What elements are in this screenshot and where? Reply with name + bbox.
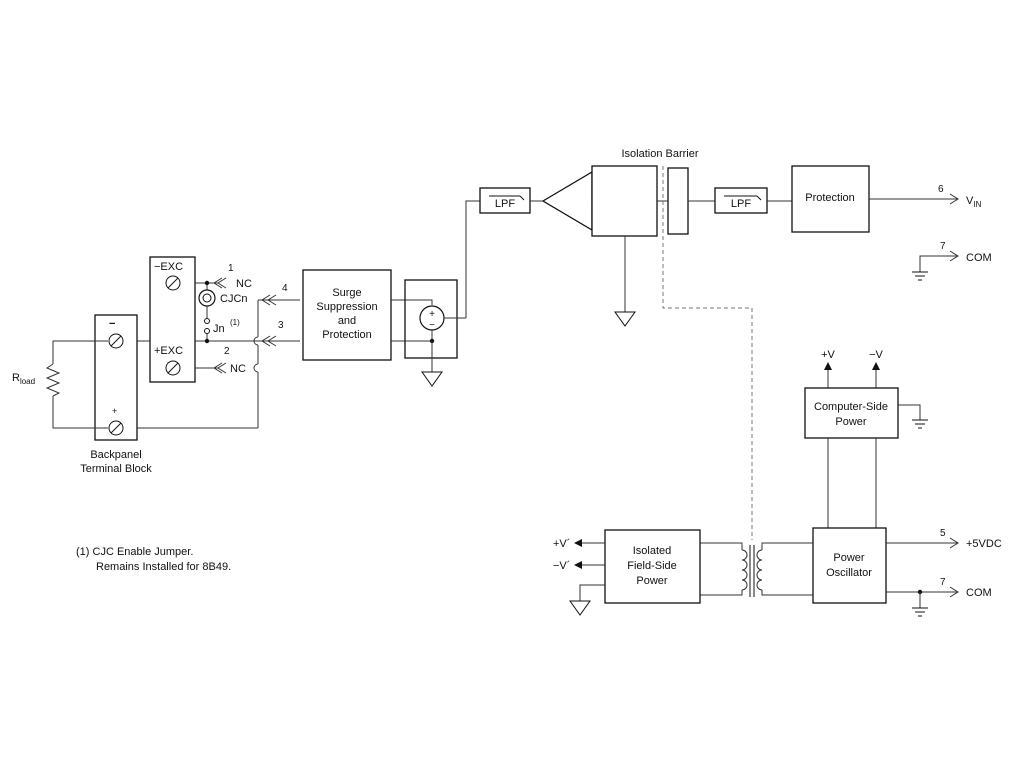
field-minus-arrow-icon <box>574 561 582 569</box>
computer-side-power-block <box>804 387 899 439</box>
surge-label-2: Suppression <box>316 301 377 313</box>
computer-power-label-2: Power <box>835 416 867 428</box>
surge-suppression-block <box>302 269 392 361</box>
amplifier-symbol <box>541 170 593 232</box>
transformer-symbol <box>700 542 813 597</box>
plus-v-label: +V <box>821 349 835 361</box>
isolation-barrier-label: Isolation Barrier <box>621 148 698 160</box>
lpf-label-2: LPF <box>731 198 751 210</box>
jn-note-ref: (1) <box>230 318 240 327</box>
pin-3-label: 3 <box>278 320 284 331</box>
nc-connector-1 <box>213 277 227 289</box>
pin-4-label: 4 <box>282 283 288 294</box>
nc-2-label: NC <box>230 363 246 375</box>
svg-text:+: + <box>429 309 435 320</box>
terminal-block-caption-2: Terminal Block <box>80 463 152 475</box>
lpf-block-2 <box>714 187 768 214</box>
com-label-2: COM <box>966 587 992 599</box>
com-arrow-icon-1 <box>949 250 959 262</box>
pin-4-connector <box>261 294 277 306</box>
svg-text:−: − <box>429 320 435 331</box>
plus-v-arrow-icon <box>824 362 832 370</box>
ground-symbol-6 <box>569 600 591 616</box>
field-power-label-1: Isolated <box>633 545 672 557</box>
com-arrow-icon-2 <box>949 586 959 598</box>
ground-symbol-1 <box>421 371 443 387</box>
footnote-line-1: (1) CJC Enable Jumper. <box>76 546 193 558</box>
ground-symbol-3 <box>912 271 928 281</box>
field-minus-v-label: −V´ <box>553 560 570 572</box>
plus5vdc-label: +5VDC <box>966 538 1002 550</box>
field-power-label-2: Field-Side <box>627 560 677 572</box>
minus-v-arrow-icon <box>872 362 880 370</box>
terminal-block: − + <box>94 314 138 441</box>
surge-label-3: and <box>338 315 356 327</box>
surge-label-4: Protection <box>322 329 372 341</box>
footnote-line-2: Remains Installed for 8B49. <box>96 561 231 573</box>
cjc-sensor <box>198 280 216 344</box>
jumper-jn <box>204 318 210 324</box>
load-resistor-label: Rload <box>12 372 35 386</box>
ground-symbol-4 <box>912 419 928 429</box>
ground-symbol-5 <box>912 607 928 617</box>
nc-connector-2 <box>213 362 227 374</box>
plus5v-arrow-icon <box>949 537 959 549</box>
surge-label-1: Surge <box>332 287 361 299</box>
lpf-label-1: LPF <box>495 198 515 210</box>
vin-arrow-icon <box>949 193 959 205</box>
pin-5-label: 5 <box>940 528 946 539</box>
isolation-dashed-line <box>662 166 753 540</box>
power-osc-label-2: Oscillator <box>826 567 872 579</box>
current-source-block: + − <box>404 279 466 372</box>
terminal-minus-label: − <box>109 318 115 330</box>
vin-label: VIN <box>966 195 982 209</box>
exc-plus-label: +EXC <box>154 345 183 357</box>
exc-minus-label: −EXC <box>154 261 183 273</box>
terminal-plus-label: + <box>112 406 117 416</box>
computer-power-label-1: Computer-Side <box>814 401 888 413</box>
field-plus-v-label: +V´ <box>553 538 570 550</box>
power-osc-label-1: Power <box>833 552 865 564</box>
exc-block: −EXC +EXC <box>149 256 196 383</box>
protection-block <box>791 165 870 233</box>
jn-label: Jn <box>213 323 225 335</box>
isolation-barrier <box>667 167 689 235</box>
cjc-label: CJCn <box>220 293 248 305</box>
nc-1-label: NC <box>236 278 252 290</box>
pin-3-connector <box>261 335 277 347</box>
modulator-block <box>591 165 658 237</box>
ground-symbol-2 <box>614 311 636 327</box>
pin-1-label: 1 <box>228 263 234 274</box>
com-label-1: COM <box>966 252 992 264</box>
power-oscillator-block <box>812 527 887 604</box>
field-plus-arrow-icon <box>574 539 582 547</box>
field-side-power-block <box>604 529 701 604</box>
pin-7-label-1: 7 <box>940 241 946 252</box>
terminal-block-caption: Backpanel <box>90 449 141 461</box>
load-resistor <box>45 340 108 429</box>
protection-label: Protection <box>805 192 855 204</box>
pin-6-label: 6 <box>938 184 944 195</box>
field-power-label-3: Power <box>636 575 668 587</box>
pin-2-label: 2 <box>224 346 230 357</box>
pin-7-label-2: 7 <box>940 577 946 588</box>
minus-v-label: −V <box>869 349 883 361</box>
